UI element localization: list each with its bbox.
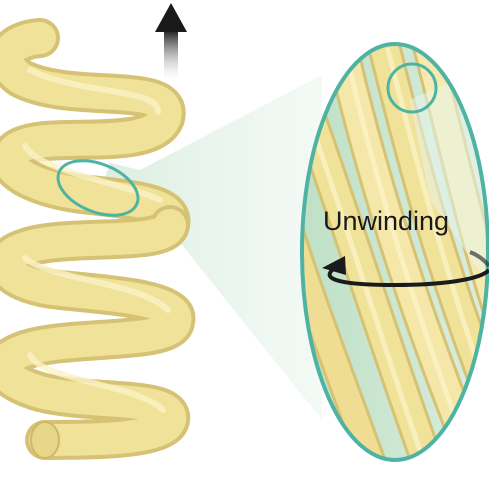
circular-arrow-icon <box>322 250 489 288</box>
fiber-end-cap <box>30 421 60 459</box>
helix-magnify-ring <box>56 159 140 217</box>
unwinding-label: Unwinding <box>323 206 449 236</box>
magnified-view-outline <box>300 42 489 462</box>
helix-turn-2-body <box>0 209 192 456</box>
up-arrow-icon <box>155 3 187 80</box>
magnified-view <box>300 42 489 462</box>
sub-fiber-magnify-ring <box>386 62 438 114</box>
magnification-beam <box>95 75 322 420</box>
helical-fiber <box>0 18 196 460</box>
helix-highlight <box>22 67 171 413</box>
helix-turn-1-body <box>0 22 187 241</box>
